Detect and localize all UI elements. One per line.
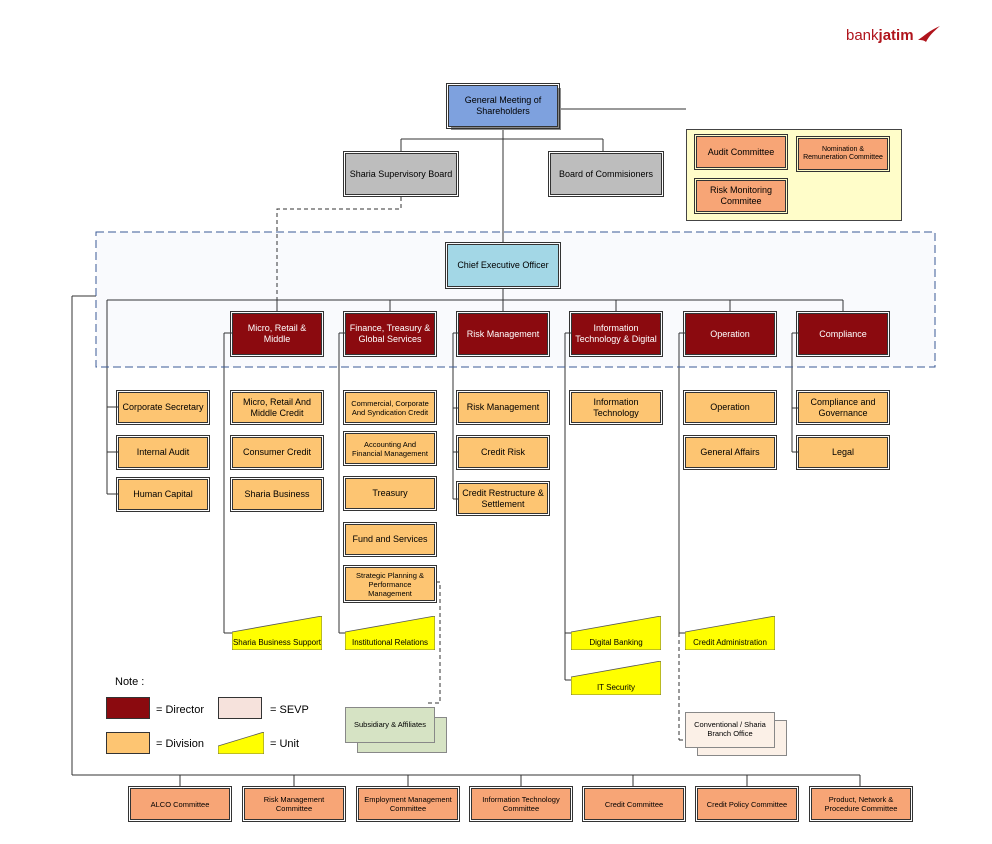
bank-jatim-logo: bankjatim [846,26,940,44]
committee-information-technology: Information Technology Committee [469,786,573,822]
board-of-commissioners-box: Board of Commisioners [548,151,664,197]
division-strategic-planning: Strategic Planning & Performance Managem… [343,565,437,603]
legend-unit-label: = Unit [270,738,300,750]
committee-credit: Credit Committee [582,786,686,822]
logo-name: jatim [878,27,914,44]
division-accounting-financial: Accounting And Financial Management [343,431,437,466]
branch-office-stack: Conventional / Sharia Branch Office [685,712,789,760]
ceo-box: Chief Executive Officer [445,242,561,289]
unit-institutional-relations-label: Institutional Relations [351,638,429,648]
unit-it-security: IT Security [571,661,661,695]
director-information-technology: Information Technology & Digital [569,311,663,357]
subsidiary-affiliates-label: Subsidiary & Affiliates [345,707,435,743]
director-micro-retail-middle: Micro, Retail & Middle [230,311,324,357]
legend-division-swatch [106,732,150,754]
risk-monitoring-committee-box: Risk Monitoring Commitee [694,178,788,214]
sharia-supervisory-board-box: Sharia Supervisory Board [343,151,459,197]
legend-sevp-label: = SEVP [270,704,309,716]
division-legal: Legal [796,435,890,470]
legend-sevp-swatch [218,697,262,719]
unit-sharia-business-support-label: Sharia Business Support [232,638,322,648]
subsidiary-affiliates-stack: Subsidiary & Affiliates [345,707,449,755]
committee-alco: ALCO Committee [128,786,232,822]
division-internal-audit: Internal Audit [116,435,210,470]
nomination-remuneration-committee-box: Nomination & Remuneration Committee [796,136,890,172]
division-information-technology: Information Technology [569,390,663,425]
branch-office-label: Conventional / Sharia Branch Office [685,712,775,748]
unit-credit-administration-label: Credit Administration [693,638,767,648]
director-operation: Operation [683,311,777,357]
division-fund-services: Fund and Services [343,522,437,557]
division-commercial-corporate-credit: Commercial, Corporate And Syndication Cr… [343,390,437,425]
unit-digital-banking-label: Digital Banking [589,638,643,648]
logo-prefix: bank [846,27,879,44]
division-general-affairs: General Affairs [683,435,777,470]
legend-unit-swatch [218,732,264,754]
division-treasury: Treasury [343,476,437,511]
unit-sharia-business-support: Sharia Business Support [232,616,322,650]
unit-digital-banking: Digital Banking [571,616,661,650]
division-compliance-governance: Compliance and Governance [796,390,890,425]
legend-director-swatch [106,697,150,719]
director-finance-treasury: Finance, Treasury & Global Services [343,311,437,357]
general-meeting-box: General Meeting of Shareholders [446,83,560,129]
unit-institutional-relations: Institutional Relations [345,616,435,650]
division-credit-restructure: Credit Restructure & Settlement [456,481,550,516]
audit-committee-box: Audit Committee [694,134,788,170]
division-credit-risk: Credit Risk [456,435,550,470]
logo-swoosh-icon [917,26,940,42]
committee-product-network-procedure: Product, Network & Procedure Committee [809,786,913,822]
division-risk-management: Risk Management [456,390,550,425]
division-consumer-credit: Consumer Credit [230,435,324,470]
director-compliance: Compliance [796,311,890,357]
division-human-capital: Human Capital [116,477,210,512]
division-corporate-secretary: Corporate Secretary [116,390,210,425]
division-micro-retail-middle-credit: Micro, Retail And Middle Credit [230,390,324,425]
committee-credit-policy: Credit Policy Committee [695,786,799,822]
legend-director-label: = Director [156,704,204,716]
division-operation: Operation [683,390,777,425]
unit-credit-administration: Credit Administration [685,616,775,650]
committee-risk-management: Risk Management Committee [242,786,346,822]
unit-it-security-label: IT Security [596,683,636,693]
director-risk-management: Risk Management [456,311,550,357]
committee-employment-management: Employment Management Committee [356,786,460,822]
legend-title: Note : [115,676,145,688]
division-sharia-business: Sharia Business [230,477,324,512]
legend-division-label: = Division [156,738,204,750]
